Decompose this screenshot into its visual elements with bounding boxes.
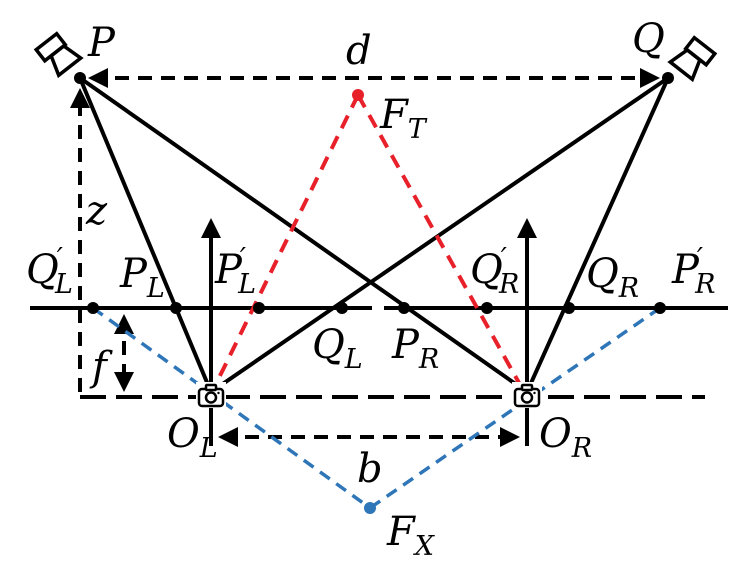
label-P_L-prime: P′L (214, 243, 256, 300)
label-F_X: FX (386, 509, 436, 562)
label-d: d (346, 28, 372, 74)
point-Q_R-prime (481, 302, 493, 314)
point-Q (662, 72, 674, 84)
red-ray-left (211, 94, 360, 391)
point-F_X (364, 502, 376, 514)
ray-P-to-OL (78, 77, 213, 393)
label-b: b (357, 446, 383, 492)
red-ray-right (356, 94, 525, 391)
label-P_R: PR (391, 322, 439, 375)
label-P_L: PL (119, 251, 165, 304)
point-P_R-prime (654, 302, 666, 314)
label-f: f (89, 344, 113, 390)
point-Q_L (336, 302, 348, 314)
camera-icon (512, 382, 542, 408)
label-F_T: FT (379, 92, 428, 145)
point-P_R (398, 302, 410, 314)
ray-Q-to-OL (209, 76, 670, 394)
label-Q_R-prime: Q′R (470, 243, 519, 300)
label-O_R: OR (539, 411, 592, 464)
label-Q_L-prime: Q′L (26, 243, 73, 300)
camera-icon (196, 382, 226, 408)
spotlight-icon (667, 35, 718, 83)
label-z: z (85, 188, 108, 234)
point-P_L-prime (253, 302, 265, 314)
point-P_L (170, 302, 182, 314)
point-Q_L-prime (87, 302, 99, 314)
label-Q: Q (632, 16, 665, 62)
ray-Q-to-OR (525, 77, 670, 393)
label-P_R-prime: P′R (671, 243, 715, 300)
blue-ray-left (91, 306, 372, 510)
point-P (74, 72, 86, 84)
label-Q_L: QL (312, 322, 363, 375)
point-Q_R (563, 302, 575, 314)
label-Q_R: QR (586, 251, 639, 304)
label-O_L: OL (167, 411, 218, 464)
ray-P-to-OR (78, 76, 529, 394)
point-F_T (352, 89, 364, 101)
spotlight-icon (33, 31, 84, 79)
label-P: P (87, 20, 116, 66)
